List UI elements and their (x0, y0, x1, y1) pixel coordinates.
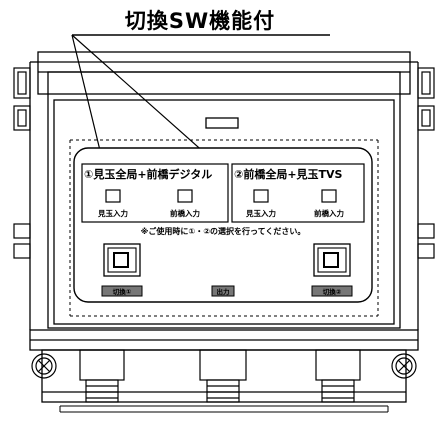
plate-output: 出力 (211, 285, 235, 297)
connector-right (315, 349, 361, 403)
plate-output-label: 出力 (217, 287, 231, 296)
plate-switch-1-label: 切換① (113, 287, 132, 296)
panel-note: ※ご使用時に①・②の選択を行ってください。 (141, 226, 306, 236)
left-brackets (13, 67, 31, 259)
left-switch-2-label: 前橋入力 (170, 208, 200, 218)
hidden-lines (69, 139, 379, 317)
left-group-title: ①見玉全局+前橋デジタル (84, 167, 212, 181)
plate-switch-1: 切換① (101, 285, 143, 297)
screw-right-icon (391, 353, 417, 379)
plate-switch-2-label: 切換② (323, 287, 342, 296)
right-switch-2-label: 前橋入力 (314, 208, 344, 218)
plate-switch-2: 切換② (311, 285, 353, 297)
right-switch-2[interactable] (321, 189, 337, 203)
left-group: ①見玉全局+前橋デジタル 見玉入力 前橋入力 (81, 163, 229, 223)
right-switch-1[interactable] (253, 189, 269, 203)
screw-left-icon (31, 353, 57, 379)
left-switch-2[interactable] (177, 189, 193, 203)
right-group: ②前橋全局+見玉TVS 見玉入力 前橋入力 (231, 163, 365, 223)
callout-title: 切換SW機能付 (125, 9, 275, 33)
right-brackets (417, 67, 435, 259)
right-switch-1-label: 見玉入力 (245, 208, 276, 218)
right-group-title: ②前橋全局+見玉TVS (234, 167, 343, 181)
bottom-rail (59, 405, 389, 413)
connector-left (79, 349, 125, 403)
connector-center (199, 349, 247, 403)
left-switch-1-label: 見玉入力 (97, 208, 128, 218)
front-panel: ①見玉全局+前橋デジタル 見玉入力 前橋入力 ②前橋全局+見玉TVS 見玉入力 … (73, 147, 373, 303)
left-switch-1[interactable] (105, 189, 121, 203)
selector-switch-2[interactable] (313, 243, 351, 277)
selector-switch-1[interactable] (103, 243, 141, 277)
